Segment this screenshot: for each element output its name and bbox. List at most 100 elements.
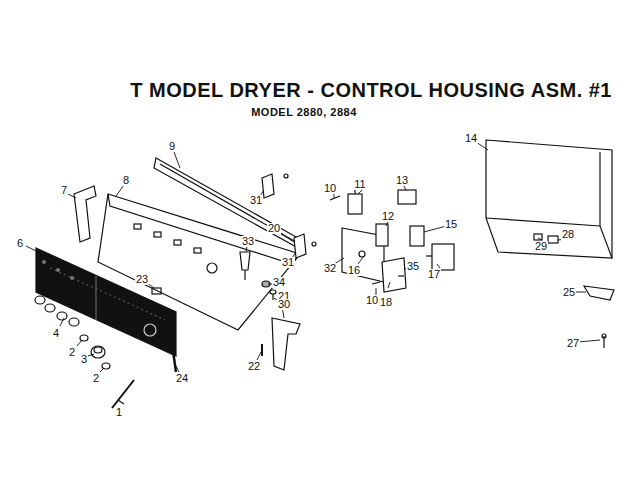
callout-number: 31 — [249, 195, 263, 206]
knobs-shape — [57, 312, 67, 320]
leader-lines-shape — [176, 366, 179, 372]
leader-lines-shape — [60, 318, 64, 326]
leader-lines-shape — [116, 185, 124, 196]
housing-panel-shape — [154, 232, 161, 237]
leader-lines-shape — [358, 256, 364, 264]
rear-housing-shape — [602, 334, 606, 338]
switches-and-timer-shape — [426, 255, 432, 256]
knobs-shape — [35, 296, 45, 304]
callout-number: 33 — [241, 236, 255, 247]
leader-lines-shape — [404, 186, 406, 190]
callout-number: 28 — [561, 229, 575, 240]
callout-number: 17 — [427, 269, 441, 280]
small-parts-shape — [262, 174, 274, 198]
control-panel-shape — [144, 324, 156, 336]
knobs-shape — [118, 400, 124, 404]
callout-number: 3 — [80, 354, 88, 365]
callout-number: 15 — [444, 219, 458, 230]
callout-number: 27 — [566, 338, 580, 349]
rear-housing-shape — [486, 218, 600, 226]
callout-number: 2 — [92, 373, 100, 384]
callout-number: 24 — [175, 373, 189, 384]
rear-housing-shape — [599, 152, 600, 226]
knobs-shape — [112, 380, 134, 408]
knobs — [35, 296, 134, 408]
leader-lines-shape — [77, 340, 82, 346]
rear-housing-shape — [534, 234, 542, 240]
callout-number: 11 — [353, 179, 366, 190]
knobs-shape — [102, 363, 110, 369]
housing-panel-shape — [174, 240, 181, 245]
callout-number: 10 — [323, 183, 337, 194]
leader-lines-shape — [424, 226, 446, 232]
callout-number: 29 — [534, 241, 548, 252]
small-parts-shape — [244, 270, 245, 280]
leader-lines-shape — [257, 352, 261, 360]
callout-number: 16 — [347, 265, 361, 276]
callout-number: 12 — [381, 211, 395, 222]
callout-number: 30 — [277, 299, 291, 310]
leader-lines-shape — [388, 282, 390, 288]
channel-bar-shape — [160, 164, 296, 242]
leader-lines-shape — [386, 222, 388, 226]
channel-bar-shape — [154, 158, 298, 248]
leader-lines-shape — [437, 264, 440, 268]
rear-housing-shape — [548, 236, 558, 243]
housing-panel-shape — [108, 194, 300, 264]
leader-lines-shape — [578, 340, 600, 342]
control-panel-shape — [50, 268, 165, 320]
knobs-shape — [91, 346, 105, 358]
small-parts-shape — [270, 290, 276, 294]
leader-lines-shape — [100, 368, 104, 372]
leader-lines-shape — [174, 152, 180, 168]
housing-panel-shape — [98, 194, 300, 330]
small-parts-shape — [272, 294, 273, 300]
switches-and-timer-shape — [348, 194, 362, 214]
small-parts-shape — [152, 288, 161, 294]
callout-number: 23 — [135, 274, 149, 285]
leader-lines-shape — [68, 194, 76, 198]
callout-number: 10 — [365, 295, 379, 306]
switches-and-timer-shape — [398, 190, 416, 204]
callout-number: 1 — [115, 407, 123, 418]
leader-lines-shape — [246, 246, 247, 252]
callout-number: 25 — [562, 287, 576, 298]
rear-housing — [486, 140, 614, 348]
callout-number: 14 — [464, 133, 478, 144]
callout-number: 18 — [379, 297, 393, 308]
small-parts-shape — [312, 242, 316, 246]
housing-panel-shape — [194, 248, 201, 253]
switches-and-timer-shape — [410, 226, 424, 246]
diagram-title: T MODEL DRYER - CONTROL HOUSING ASM. #1 — [130, 80, 612, 100]
control-panel-shape — [70, 276, 74, 280]
switches-and-timer — [342, 186, 454, 292]
housing-panel — [98, 194, 300, 330]
end-brackets-shape — [272, 318, 300, 370]
control-panel-shape — [42, 260, 46, 264]
leader-lines-shape — [358, 190, 362, 194]
switches-and-timer-shape — [376, 224, 388, 246]
small-parts-shape — [261, 344, 263, 356]
callout-number: 7 — [60, 185, 68, 196]
callout-number: 2 — [68, 347, 76, 358]
rear-housing-shape — [486, 140, 612, 258]
callout-number: 4 — [52, 328, 60, 339]
callout-number: 9 — [168, 141, 176, 152]
control-panel-shape — [56, 268, 60, 272]
small-parts-shape — [284, 174, 288, 178]
leader-lines-shape — [26, 246, 38, 252]
knobs-shape — [45, 304, 55, 312]
leader-lines-shape — [88, 354, 94, 356]
end-brackets-shape — [74, 186, 96, 242]
callout-number: 13 — [395, 175, 409, 186]
switches-and-timer-shape — [432, 244, 454, 270]
small-parts-shape — [372, 282, 380, 284]
switches-and-timer-shape — [382, 258, 406, 292]
callout-number: 35 — [406, 261, 420, 272]
callout-number: 8 — [122, 175, 130, 186]
callout-number: 6 — [16, 238, 24, 249]
end-brackets — [74, 186, 300, 370]
callout-number: 22 — [247, 361, 261, 372]
small-parts-shape — [294, 234, 306, 258]
housing-panel-shape — [207, 263, 217, 273]
